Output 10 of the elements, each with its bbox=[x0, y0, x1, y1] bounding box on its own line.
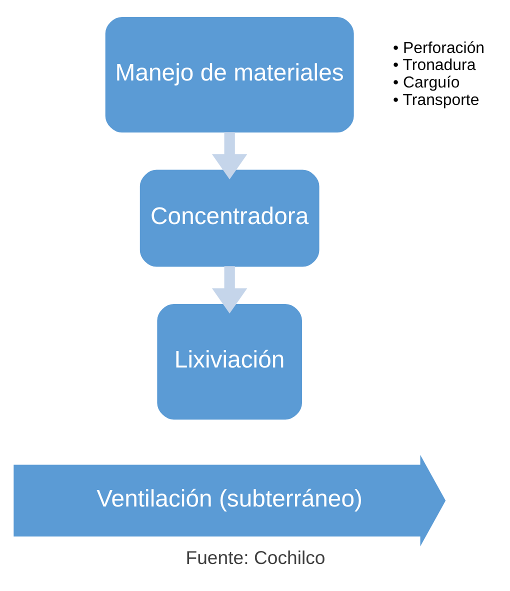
node-label: • Carguío bbox=[392, 74, 460, 92]
node-box: Concentradora bbox=[139, 169, 319, 266]
node-label: • Perforación bbox=[392, 39, 484, 56]
node-label: • Transporte bbox=[392, 91, 479, 108]
node-label: • Tronadura bbox=[392, 56, 476, 74]
caption: Fuente: Cochilco bbox=[185, 546, 325, 568]
node-box: Manejo de materiales bbox=[104, 16, 354, 132]
arrow bbox=[211, 132, 247, 179]
node-box: Lixiviación bbox=[156, 303, 302, 420]
arrow bbox=[211, 266, 247, 313]
